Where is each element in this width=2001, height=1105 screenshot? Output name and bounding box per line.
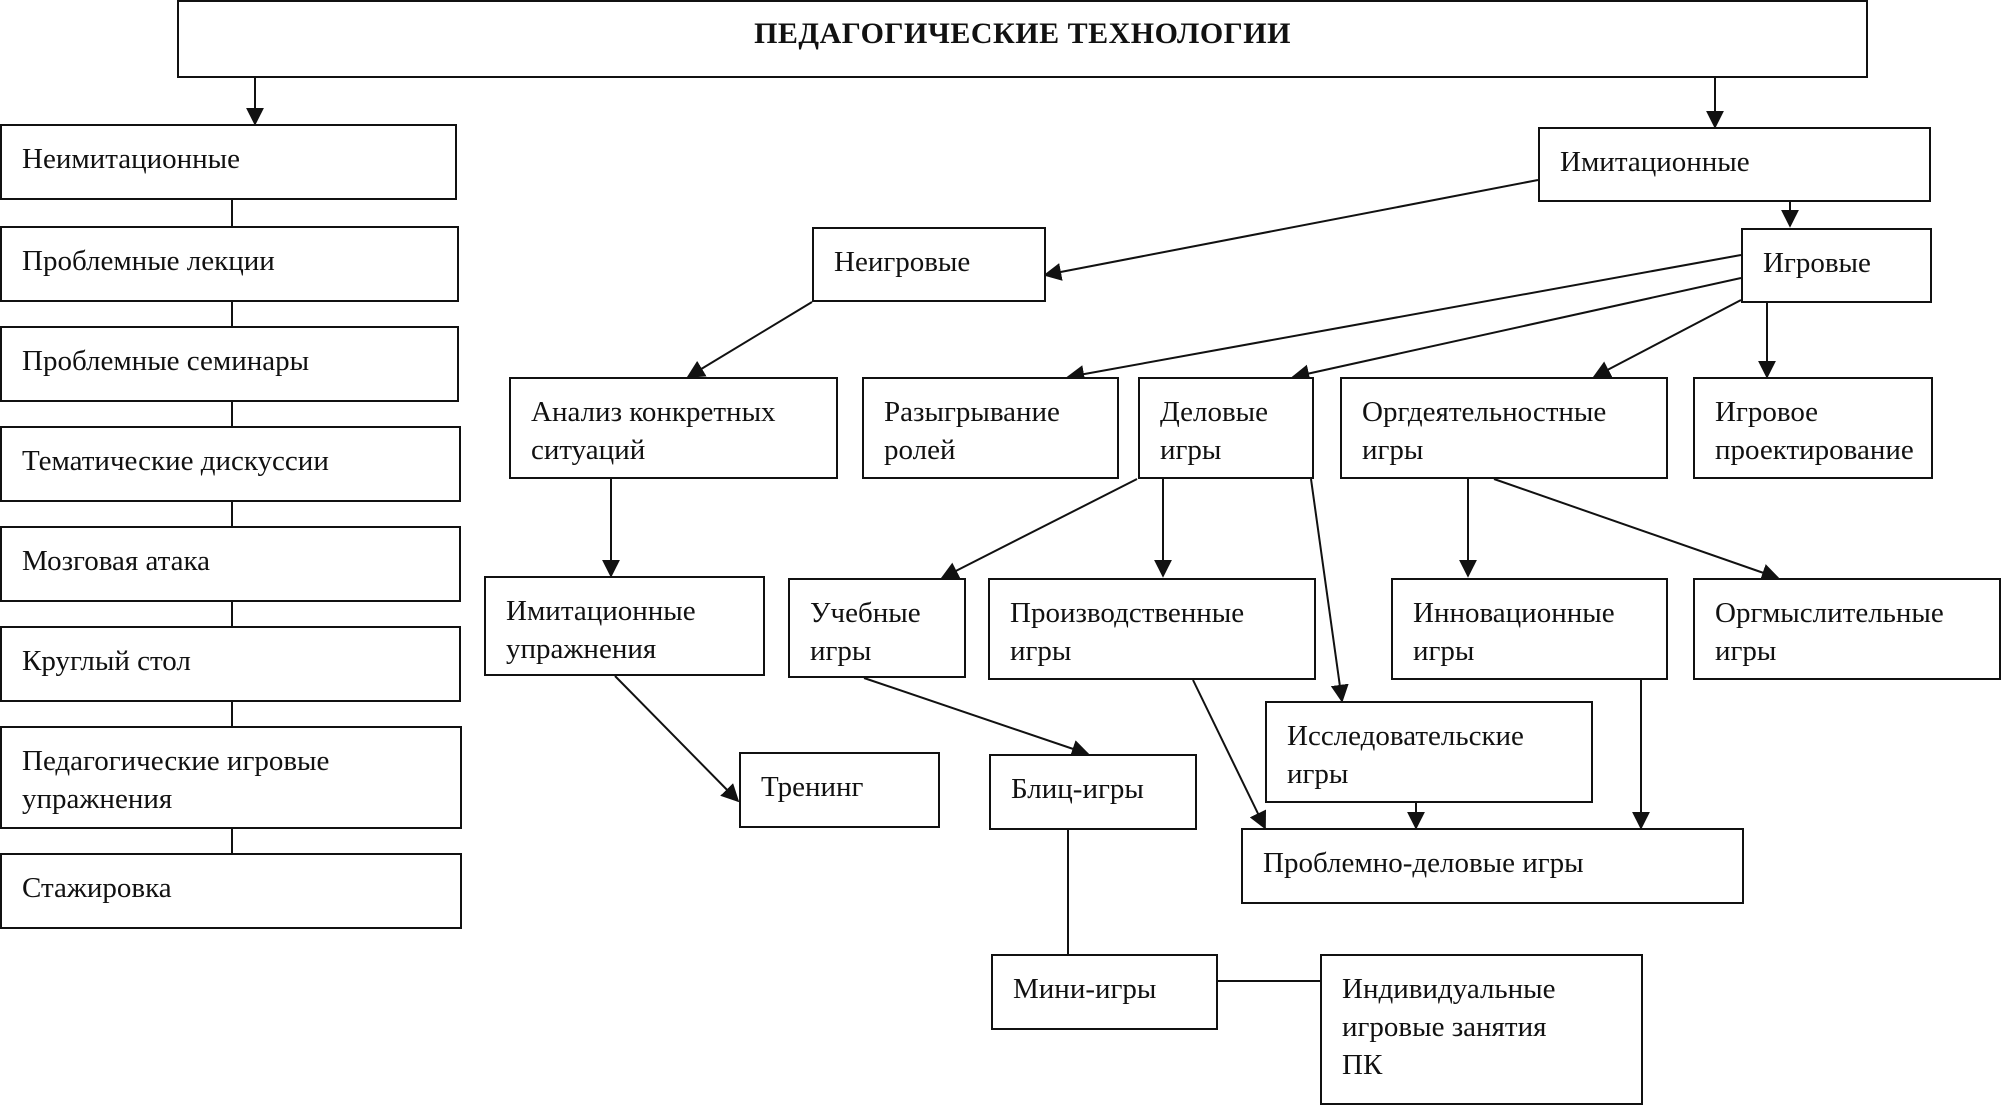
arrow-production-to-problem bbox=[1192, 679, 1267, 830]
box-label: Стажировка bbox=[22, 872, 172, 904]
box-round-table: Круглый стол bbox=[0, 626, 461, 702]
box-label: Педагогические игровые упражнения bbox=[22, 745, 330, 815]
arrow-business-to-training-games bbox=[940, 478, 1138, 579]
box-brainstorm: Мозговая атака bbox=[0, 526, 461, 602]
box-label: Блиц-игры bbox=[1011, 773, 1144, 805]
box-label: Мини-игры bbox=[1013, 973, 1157, 1005]
box-game-design: Игровое проектирование bbox=[1693, 377, 1933, 479]
box-label: Производственные игры bbox=[1010, 597, 1245, 667]
arrow-game-to-business bbox=[1291, 277, 1742, 383]
box-label: Тематические дискуссии bbox=[22, 445, 329, 477]
page-title-text: ПЕДАГОГИЧЕСКИЕ ТЕХНОЛОГИИ bbox=[754, 17, 1291, 50]
box-thematic-discussions: Тематические дискуссии bbox=[0, 426, 461, 502]
box-label: Учебные игры bbox=[810, 597, 921, 667]
box-individual-sessions: Индивидуальные игровые занятия ПК bbox=[1320, 954, 1643, 1105]
box-label: Мозговая атака bbox=[22, 545, 211, 577]
box-label: Инновационные игры bbox=[1413, 597, 1615, 667]
box-label: Игровые bbox=[1763, 247, 1871, 279]
box-label: Проблемные семинары bbox=[22, 345, 310, 377]
box-role-play: Разыгрывание ролей bbox=[862, 377, 1119, 479]
arrow-exercises-to-training bbox=[614, 675, 740, 803]
box-label: Исследовательские игры bbox=[1287, 720, 1524, 790]
box-label: Анализ конкретных ситуаций bbox=[531, 396, 776, 466]
box-label: Оргмыслительные игры bbox=[1715, 597, 1944, 667]
box-internship: Стажировка bbox=[0, 853, 462, 929]
box-imitational: Имитационные bbox=[1538, 127, 1931, 202]
box-label: Неимитационные bbox=[22, 143, 241, 175]
arrow-game-to-roleplay bbox=[1066, 254, 1742, 383]
arrow-imitational-to-nongame bbox=[1043, 179, 1539, 281]
box-problem-business-games: Проблемно-деловые игры bbox=[1241, 828, 1744, 904]
box-imitation-exercises: Имитационные упражнения bbox=[484, 576, 765, 676]
box-label: Тренинг bbox=[761, 771, 864, 803]
box-research-games: Исследовательские игры bbox=[1265, 701, 1593, 803]
box-label: Индивидуальные игровые занятия ПК bbox=[1342, 973, 1556, 1081]
box-label: Деловые игры bbox=[1160, 396, 1269, 466]
arrow-business-to-research bbox=[1310, 478, 1349, 703]
page-title: ПЕДАГОГИЧЕСКИЕ ТЕХНОЛОГИИ bbox=[177, 0, 1868, 78]
box-label: Имитационные упражнения bbox=[506, 595, 696, 665]
box-case-analysis: Анализ конкретных ситуаций bbox=[509, 377, 838, 479]
box-innovation-games: Инновационные игры bbox=[1391, 578, 1668, 680]
box-label: Игровое проектирование bbox=[1715, 396, 1914, 466]
box-training: Тренинг bbox=[739, 752, 940, 828]
box-business-games: Деловые игры bbox=[1138, 377, 1314, 479]
box-production-games: Производственные игры bbox=[988, 578, 1316, 680]
box-pedagogical-exercises: Педагогические игровые упражнения bbox=[0, 726, 462, 829]
box-org-activity-games: Оргдеятельностные игры bbox=[1340, 377, 1668, 479]
box-non-game: Неигровые bbox=[812, 227, 1046, 302]
box-training-games: Учебные игры bbox=[788, 578, 966, 678]
box-label: Проблемно-деловые игры bbox=[1263, 847, 1584, 879]
box-label: Имитационные bbox=[1560, 146, 1750, 178]
arrow-training-games-to-blitz bbox=[863, 677, 1090, 758]
box-nonimitational: Неимитационные bbox=[0, 124, 457, 200]
box-problem-lectures: Проблемные лекции bbox=[0, 226, 459, 302]
box-problem-seminars: Проблемные семинары bbox=[0, 326, 459, 402]
box-label: Круглый стол bbox=[22, 645, 191, 677]
box-org-thinking-games: Оргмыслительные игры bbox=[1693, 578, 2001, 680]
box-label: Неигровые bbox=[834, 246, 971, 278]
box-label: Разыгрывание ролей bbox=[884, 396, 1060, 466]
box-label: Проблемные лекции bbox=[22, 245, 275, 277]
arrow-org-to-org-thinking bbox=[1493, 478, 1780, 582]
box-blitz-games: Блиц-игры bbox=[989, 754, 1197, 830]
box-game: Игровые bbox=[1741, 228, 1932, 303]
arrow-game-to-org-activity bbox=[1592, 299, 1742, 378]
box-mini-games: Мини-игры bbox=[991, 954, 1218, 1030]
box-label: Оргдеятельностные игры bbox=[1362, 396, 1607, 466]
arrow-nongame-to-case bbox=[686, 301, 813, 378]
